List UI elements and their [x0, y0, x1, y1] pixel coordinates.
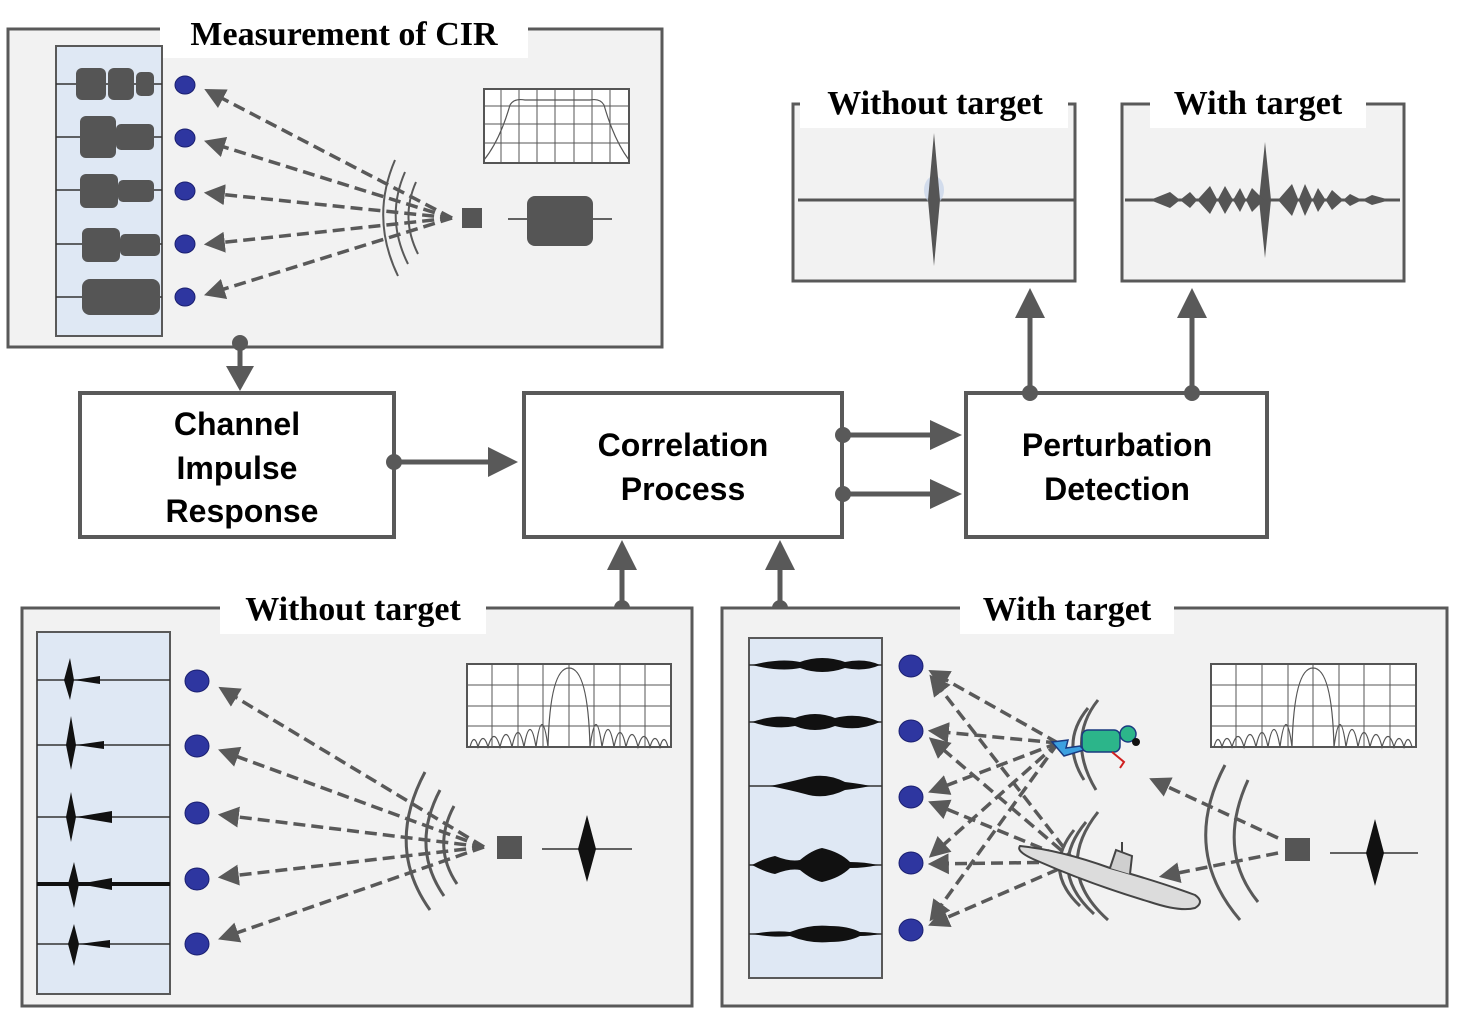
correlation-block-line-2: Process	[621, 471, 746, 507]
hydrophone-icon	[174, 181, 196, 201]
transmitted-pulse-waveform-with-target	[1330, 819, 1418, 886]
transmitter-icon	[497, 836, 522, 859]
hydrophone-icon	[174, 128, 196, 148]
diver-icon	[1050, 725, 1140, 769]
cir-block-line-2: Impulse	[177, 450, 298, 486]
received-chirp-waveforms	[56, 68, 162, 315]
hydrophone-icon	[184, 932, 210, 956]
incident-rays-to-targets	[1149, 777, 1279, 884]
hydrophone-icon	[898, 851, 924, 875]
transmitter-icon	[462, 208, 482, 228]
top-with-target-title: With target	[1174, 85, 1343, 122]
received-pulse-waveforms	[37, 658, 170, 966]
hydrophone-array-bottom-left	[184, 669, 210, 956]
hydrophone-icon	[184, 734, 210, 758]
correlation-output-without-target	[798, 133, 1074, 266]
submarine-icon	[1018, 842, 1201, 911]
hydrophone-icon	[898, 785, 924, 809]
measurement-panel: Measurement of CIR	[6, 14, 664, 349]
chirp-spectrum-plot	[483, 88, 630, 164]
perturbation-block-line-1: Perturbation	[1022, 427, 1212, 463]
bottom-without-target-panel: Without target	[20, 586, 694, 1008]
scattered-rays-from-diver	[927, 669, 1060, 922]
bottom-with-target-panel: With target	[720, 586, 1449, 1008]
top-with-target-panel: With target	[1120, 80, 1406, 283]
connectors	[226, 288, 1207, 616]
measurement-panel-title: Measurement of CIR	[190, 16, 498, 53]
received-pulses-strip-with-target	[748, 637, 883, 979]
hydrophone-icon	[174, 234, 196, 254]
wavefront-arcs-bottom-left	[404, 771, 459, 911]
top-without-target-title: Without target	[827, 85, 1043, 122]
hydrophone-icon	[184, 867, 210, 891]
transmitted-pulse-waveform	[542, 815, 632, 882]
pulse-spectrum-plot-bottom-left	[466, 663, 672, 750]
correlation-output-with-target	[1125, 142, 1400, 258]
correlation-block: Correlation Process	[522, 391, 844, 539]
received-pulse-waveforms-with-target	[749, 658, 882, 943]
hydrophone-icon	[898, 918, 924, 942]
hydrophone-icon	[184, 801, 210, 825]
hydrophone-icon	[184, 669, 210, 693]
top-without-target-panel: Without target	[791, 80, 1077, 283]
hydrophone-icon	[174, 75, 196, 95]
cir-block-line-1: Channel	[174, 406, 300, 442]
propagation-rays-bottom-left	[217, 686, 485, 943]
transmitter-icon	[1285, 838, 1310, 861]
pulse-spectrum-plot-bottom-right	[1210, 663, 1417, 750]
hydrophone-icon	[898, 719, 924, 743]
wavefront-arcs	[382, 159, 419, 277]
perturbation-block: Perturbation Detection	[964, 391, 1269, 539]
correlation-block-line-1: Correlation	[598, 427, 769, 463]
cir-block-line-3: Response	[166, 493, 319, 529]
transmitted-chirp-waveform	[508, 196, 612, 246]
hydrophone-icon	[898, 654, 924, 678]
bottom-without-target-title: Without target	[245, 591, 461, 628]
hydrophone-icon	[174, 287, 196, 307]
perturbation-block-line-2: Detection	[1044, 471, 1190, 507]
bottom-with-target-title: With target	[983, 591, 1152, 628]
hydrophone-array	[174, 75, 196, 307]
hydrophone-array-bottom-right	[898, 654, 924, 942]
cir-block: Channel Impulse Response	[78, 391, 396, 539]
